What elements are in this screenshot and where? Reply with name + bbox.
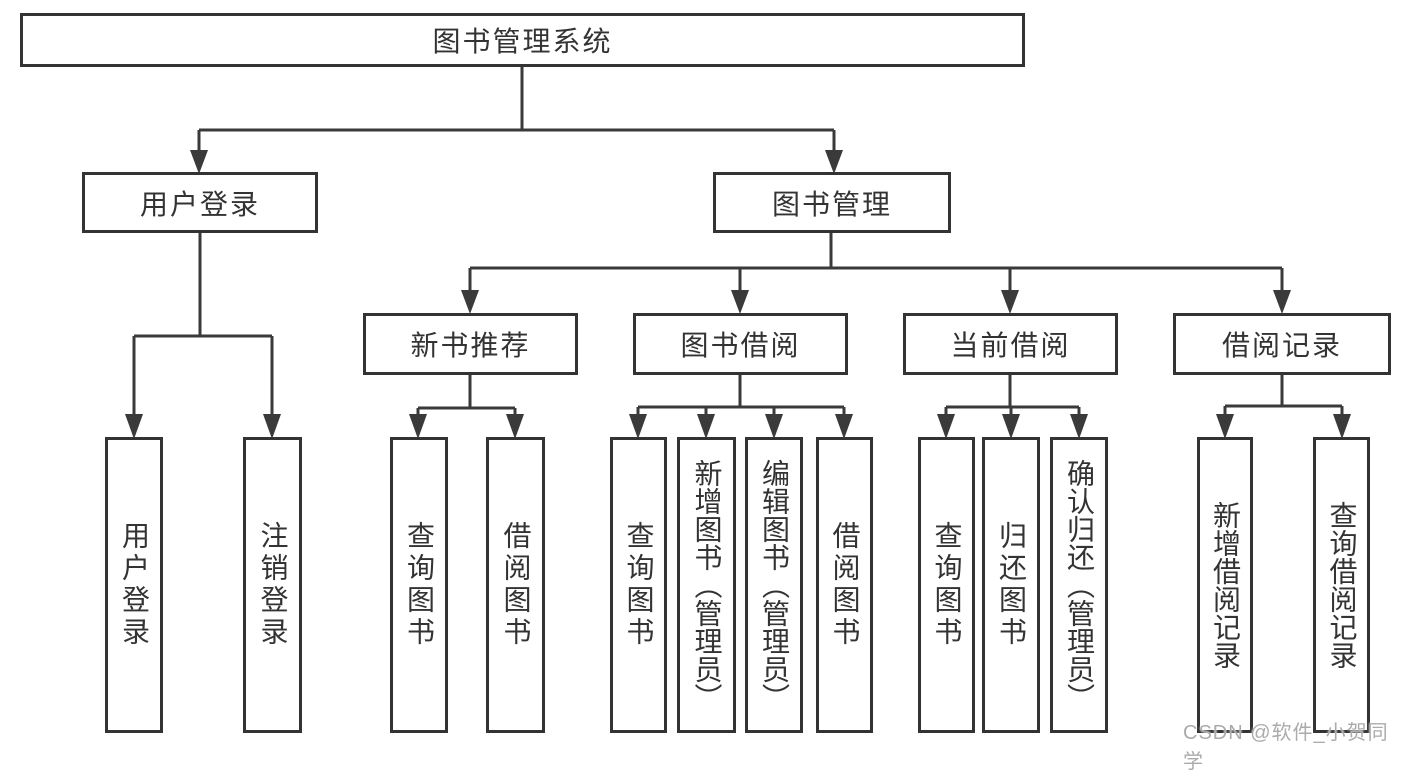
node-label: 借阅图书 <box>500 521 532 649</box>
leaf-borrow-books-recommend: 借阅图书 <box>486 437 545 733</box>
leaf-query-books-recommend: 查询图书 <box>390 437 448 733</box>
node-label: 用户登录 <box>119 521 150 649</box>
leaf-borrow-books: 借阅图书 <box>816 437 873 733</box>
leaf-return-books: 归还图书 <box>982 437 1040 733</box>
leaf-query-borrow-record: 查询借阅记录 <box>1313 437 1370 733</box>
node-label: 图书借阅 <box>680 330 801 361</box>
node-label: 用户登录 <box>139 188 260 220</box>
node-label: 新增借阅记录 <box>1210 501 1241 669</box>
leaf-query-books-borrow: 查询图书 <box>610 437 667 733</box>
node-library-management-system: 图书管理系统 <box>20 13 1025 67</box>
node-label: 图书管理系统 <box>432 26 613 57</box>
leaf-add-books-admin: 新增图书（管理员） <box>677 437 736 733</box>
node-label: 查询借阅记录 <box>1326 501 1358 669</box>
node-user-login: 用户登录 <box>82 172 318 233</box>
leaf-edit-books-admin: 编辑图书（管理员） <box>745 437 803 733</box>
node-label: 新书推荐 <box>410 330 531 361</box>
node-label: 归还图书 <box>996 521 1027 649</box>
node-label: 查询图书 <box>404 521 435 649</box>
leaf-logout: 注销登录 <box>243 437 302 733</box>
leaf-query-books-current: 查询图书 <box>918 437 975 733</box>
node-new-book-recommendation: 新书推荐 <box>363 313 578 375</box>
node-label: 注销登录 <box>257 521 289 649</box>
node-label: 当前借阅 <box>950 330 1071 361</box>
node-label: 确认归还（管理员） <box>1064 459 1095 711</box>
node-borrowing-records: 借阅记录 <box>1173 313 1391 375</box>
node-label: 查询图书 <box>931 521 963 649</box>
node-book-borrowing: 图书借阅 <box>633 313 848 375</box>
node-label: 查询图书 <box>623 521 655 649</box>
node-current-borrowing: 当前借阅 <box>903 313 1118 375</box>
node-label: 编辑图书（管理员） <box>759 459 790 711</box>
csdn-watermark: CSDN @软件_小贺同学 <box>1183 722 1389 773</box>
leaf-confirm-return-admin: 确认归还（管理员） <box>1050 437 1108 733</box>
leaf-add-borrow-record: 新增借阅记录 <box>1197 437 1253 733</box>
leaf-user-login: 用户登录 <box>105 437 163 733</box>
node-label: 借阅图书 <box>829 521 861 649</box>
node-book-management: 图书管理 <box>713 172 951 233</box>
connector-lines <box>125 67 1351 439</box>
node-label: 借阅记录 <box>1221 330 1342 361</box>
node-label: 新增图书（管理员） <box>691 459 723 711</box>
node-label: 图书管理 <box>771 188 892 220</box>
